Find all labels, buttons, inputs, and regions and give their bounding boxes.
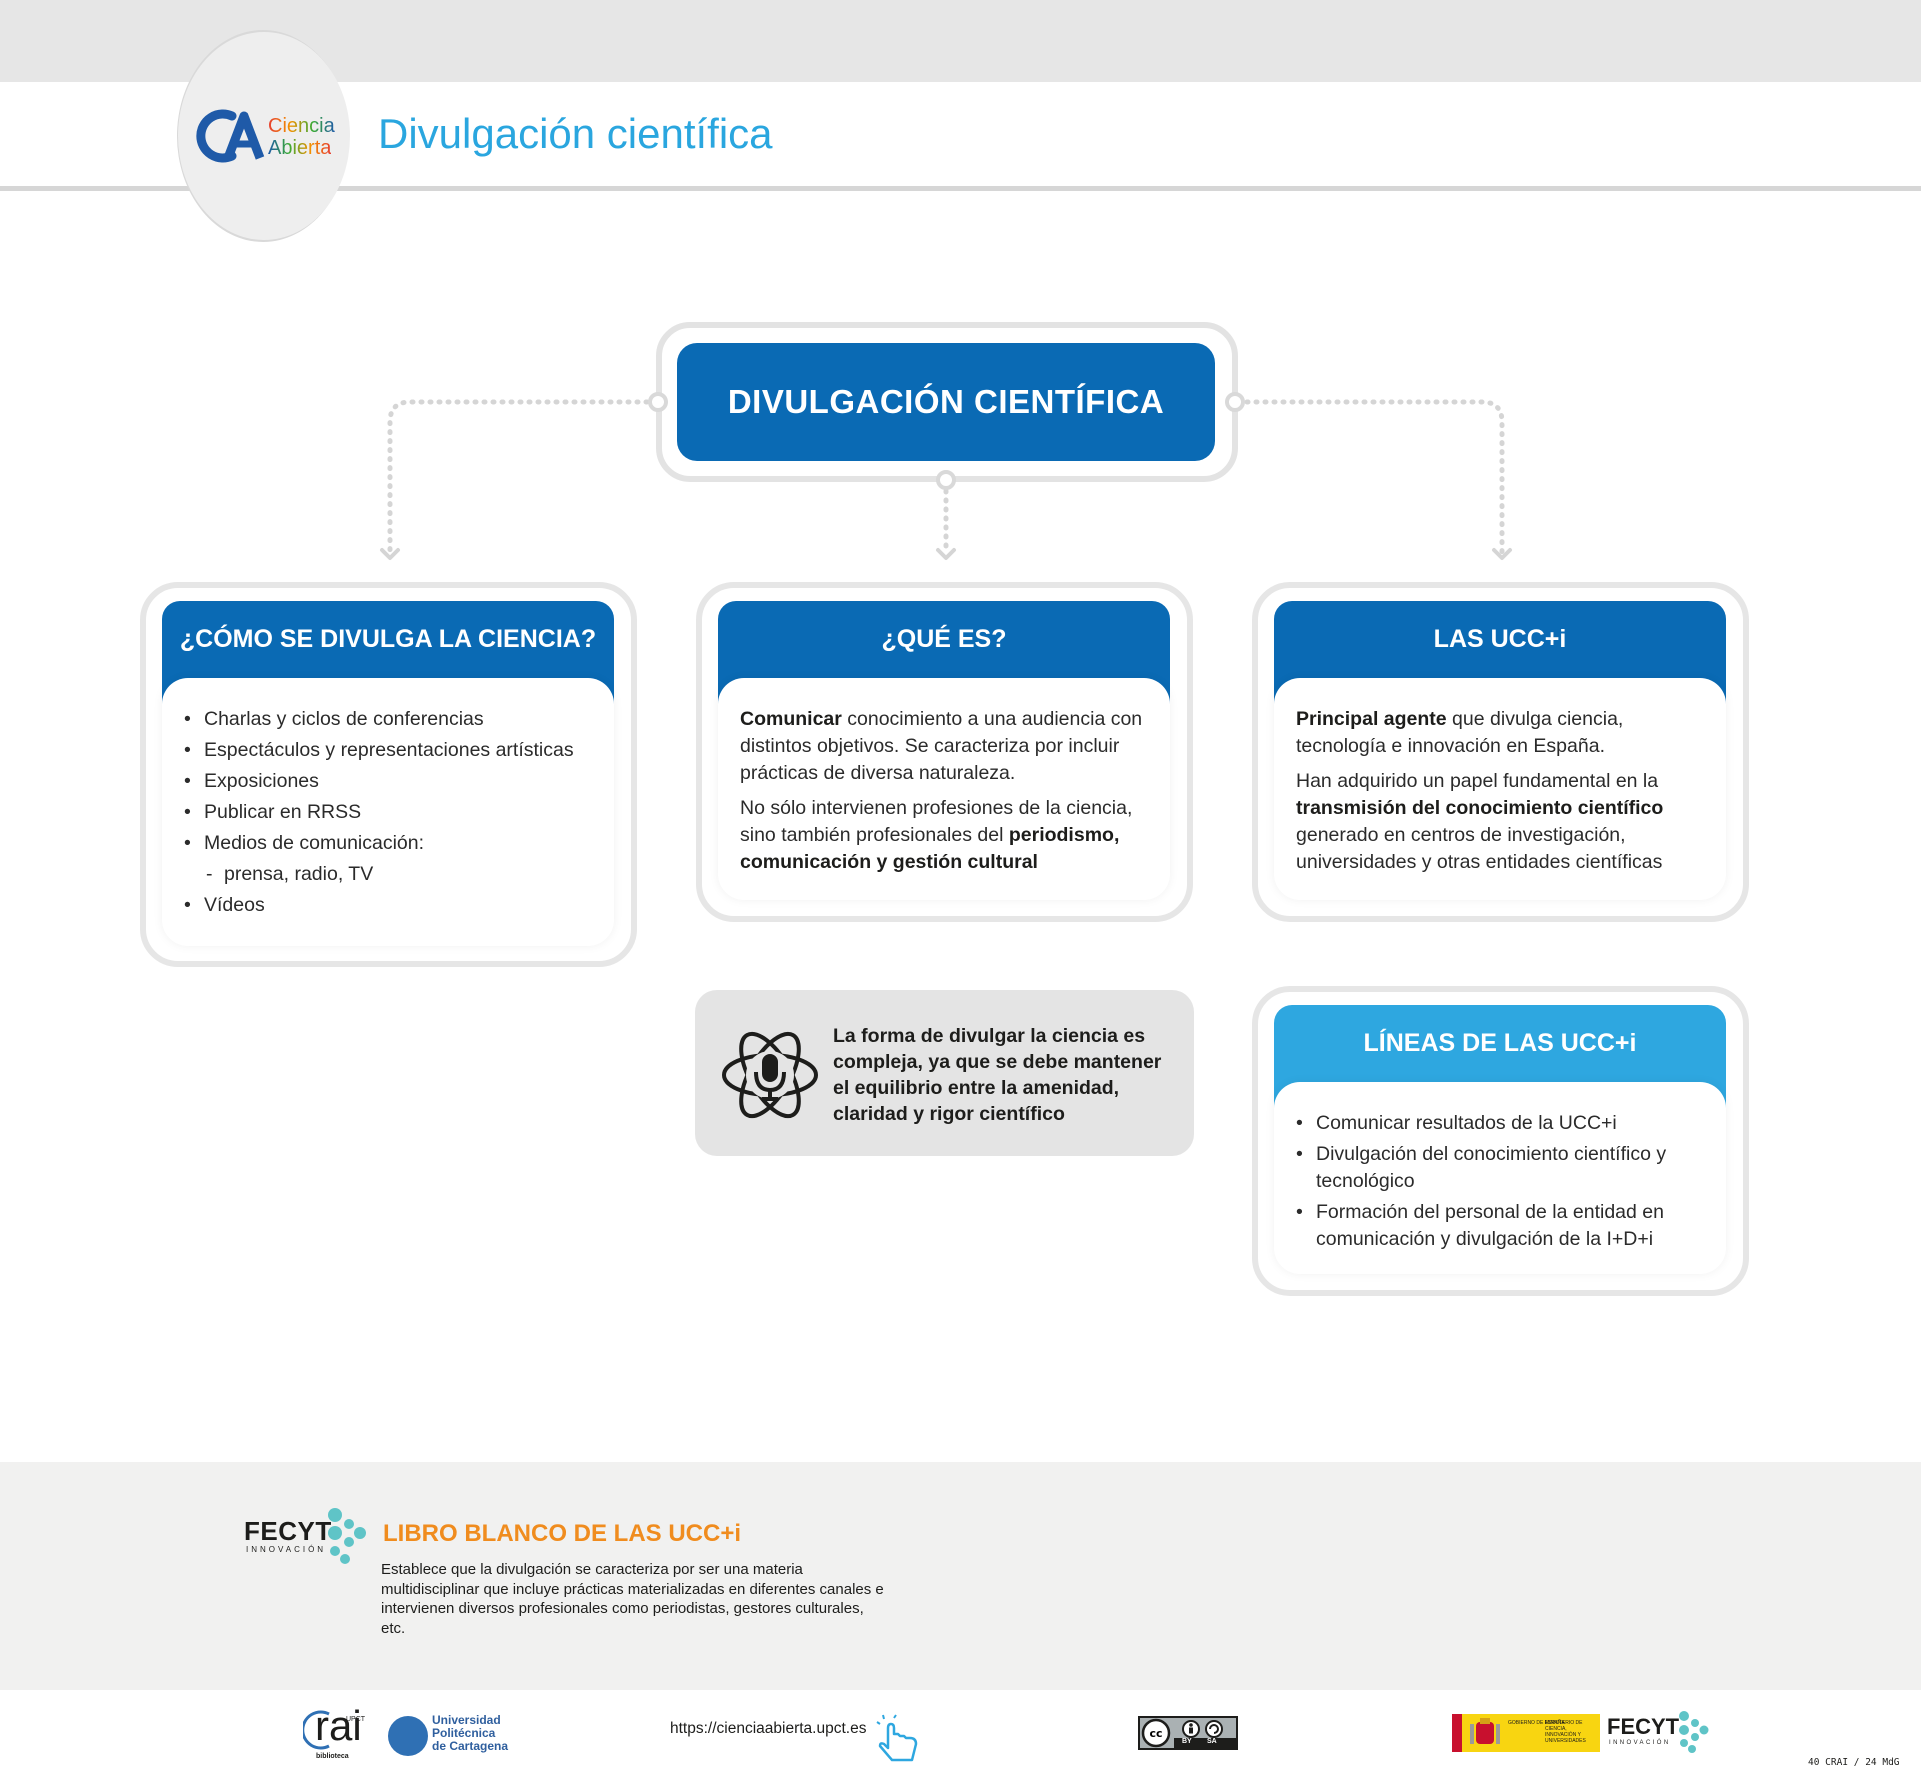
list-item: Formación del personal de la entidad en … bbox=[1294, 1199, 1706, 1253]
crai-logo-upct: UPCT bbox=[346, 1716, 366, 1723]
fecyt-logo-word: FECYT bbox=[244, 1516, 332, 1546]
spain-flag-icon bbox=[1452, 1714, 1462, 1752]
connector-knob-right bbox=[1225, 392, 1245, 412]
ministerio-text: MINISTERIO DE CIENCIA, INNOVACIÓN Y UNIV… bbox=[1545, 1720, 1586, 1744]
card-ucc-body: Principal agente que divulga ciencia, te… bbox=[1274, 678, 1726, 900]
logo-circle bbox=[178, 32, 350, 240]
logo-text-abierta: Abierta bbox=[268, 137, 332, 159]
pointer-hand-icon bbox=[876, 1714, 918, 1762]
svg-text:cc: cc bbox=[1149, 1727, 1162, 1740]
page-title: Divulgación científica bbox=[378, 110, 773, 157]
fecyt-dots-icon bbox=[328, 1508, 366, 1564]
site-url-link[interactable]: https://cienciaabierta.upct.es bbox=[670, 1720, 867, 1737]
coat-of-arms-icon bbox=[1470, 1718, 1500, 1744]
upct-name: Universidad Politécnica de Cartagena bbox=[432, 1713, 509, 1753]
card-que-paragraph-1: Comunicar conocimiento a una audiencia c… bbox=[740, 708, 1143, 784]
card-ucc-paragraph-2: Han adquirido un papel fundamental en la… bbox=[1296, 770, 1664, 873]
fecyt-logo-sub: INNOVACIÓN bbox=[246, 1545, 327, 1554]
cc-sa-label: SA bbox=[1207, 1738, 1217, 1745]
libro-blanco-text: Establece que la divulgación se caracter… bbox=[381, 1561, 884, 1637]
card-como-body: Charlas y ciclos de conferencias Espectá… bbox=[162, 678, 614, 946]
arrow-left bbox=[380, 548, 400, 560]
atom-microphone-icon bbox=[722, 1031, 818, 1119]
card-que-body: Comunicar conocimiento a una audiencia c… bbox=[718, 678, 1170, 900]
card-lineas-list: Comunicar resultados de la UCC+i Divulga… bbox=[1294, 1110, 1706, 1253]
header-rule bbox=[0, 186, 1921, 191]
list-item: Comunicar resultados de la UCC+i bbox=[1294, 1110, 1706, 1137]
fecyt-logo-sub-bottom: INNOVACIÓN bbox=[1609, 1740, 1671, 1746]
central-node: DIVULGACIÓN CIENTÍFICA bbox=[677, 343, 1215, 461]
card-que-paragraph-2: No sólo intervienen profesiones de la ci… bbox=[740, 797, 1133, 873]
card-lineas-body: Comunicar resultados de la UCC+i Divulga… bbox=[1274, 1082, 1726, 1274]
libro-blanco-title: LIBRO BLANCO DE LAS UCC+i bbox=[383, 1520, 742, 1547]
connector-knob-left bbox=[648, 392, 668, 412]
note-text: La forma de divulgar la ciencia es compl… bbox=[833, 1025, 1162, 1125]
crai-logo-word: rai bbox=[315, 1702, 362, 1749]
cc-by-sa-icon: cc bbox=[1140, 1718, 1236, 1748]
footer-band bbox=[0, 1462, 1921, 1690]
page-code: 40 CRAI / 24 MdG bbox=[1808, 1757, 1900, 1768]
upct-seal-icon bbox=[388, 1716, 428, 1756]
fecyt-dots-icon-bottom bbox=[1679, 1711, 1709, 1753]
crai-c-icon bbox=[303, 1710, 330, 1750]
cc-by-label: BY bbox=[1182, 1738, 1192, 1745]
fecyt-logo-word-bottom: FECYT bbox=[1607, 1714, 1680, 1739]
arrow-center bbox=[936, 548, 956, 560]
card-como-list: Charlas y ciclos de conferencias Espectá… bbox=[182, 706, 594, 919]
connector-knob-bottom bbox=[936, 470, 956, 490]
list-item: Divulgación del conocimiento científico … bbox=[1294, 1141, 1706, 1195]
list-item: Medios de comunicación: bbox=[182, 830, 594, 857]
list-item: Espectáculos y representaciones artístic… bbox=[182, 737, 594, 764]
list-item: Exposiciones bbox=[182, 768, 594, 795]
list-item: Publicar en RRSS bbox=[182, 799, 594, 826]
list-subitem: prensa, radio, TV bbox=[182, 861, 594, 888]
arrow-right bbox=[1492, 548, 1512, 560]
card-ucc-paragraph-1: Principal agente que divulga ciencia, te… bbox=[1296, 708, 1624, 757]
ciencia-abierta-logo-icon bbox=[196, 109, 265, 163]
connector-lines bbox=[380, 399, 1512, 560]
gobierno-text: GOBIERNO DE ESPAÑA bbox=[1508, 1720, 1565, 1726]
crai-logo-biblioteca: biblioteca bbox=[316, 1753, 349, 1760]
logo-text-ciencia: Ciencia bbox=[268, 115, 335, 137]
list-item: Vídeos bbox=[182, 892, 594, 919]
list-item: Charlas y ciclos de conferencias bbox=[182, 706, 594, 733]
